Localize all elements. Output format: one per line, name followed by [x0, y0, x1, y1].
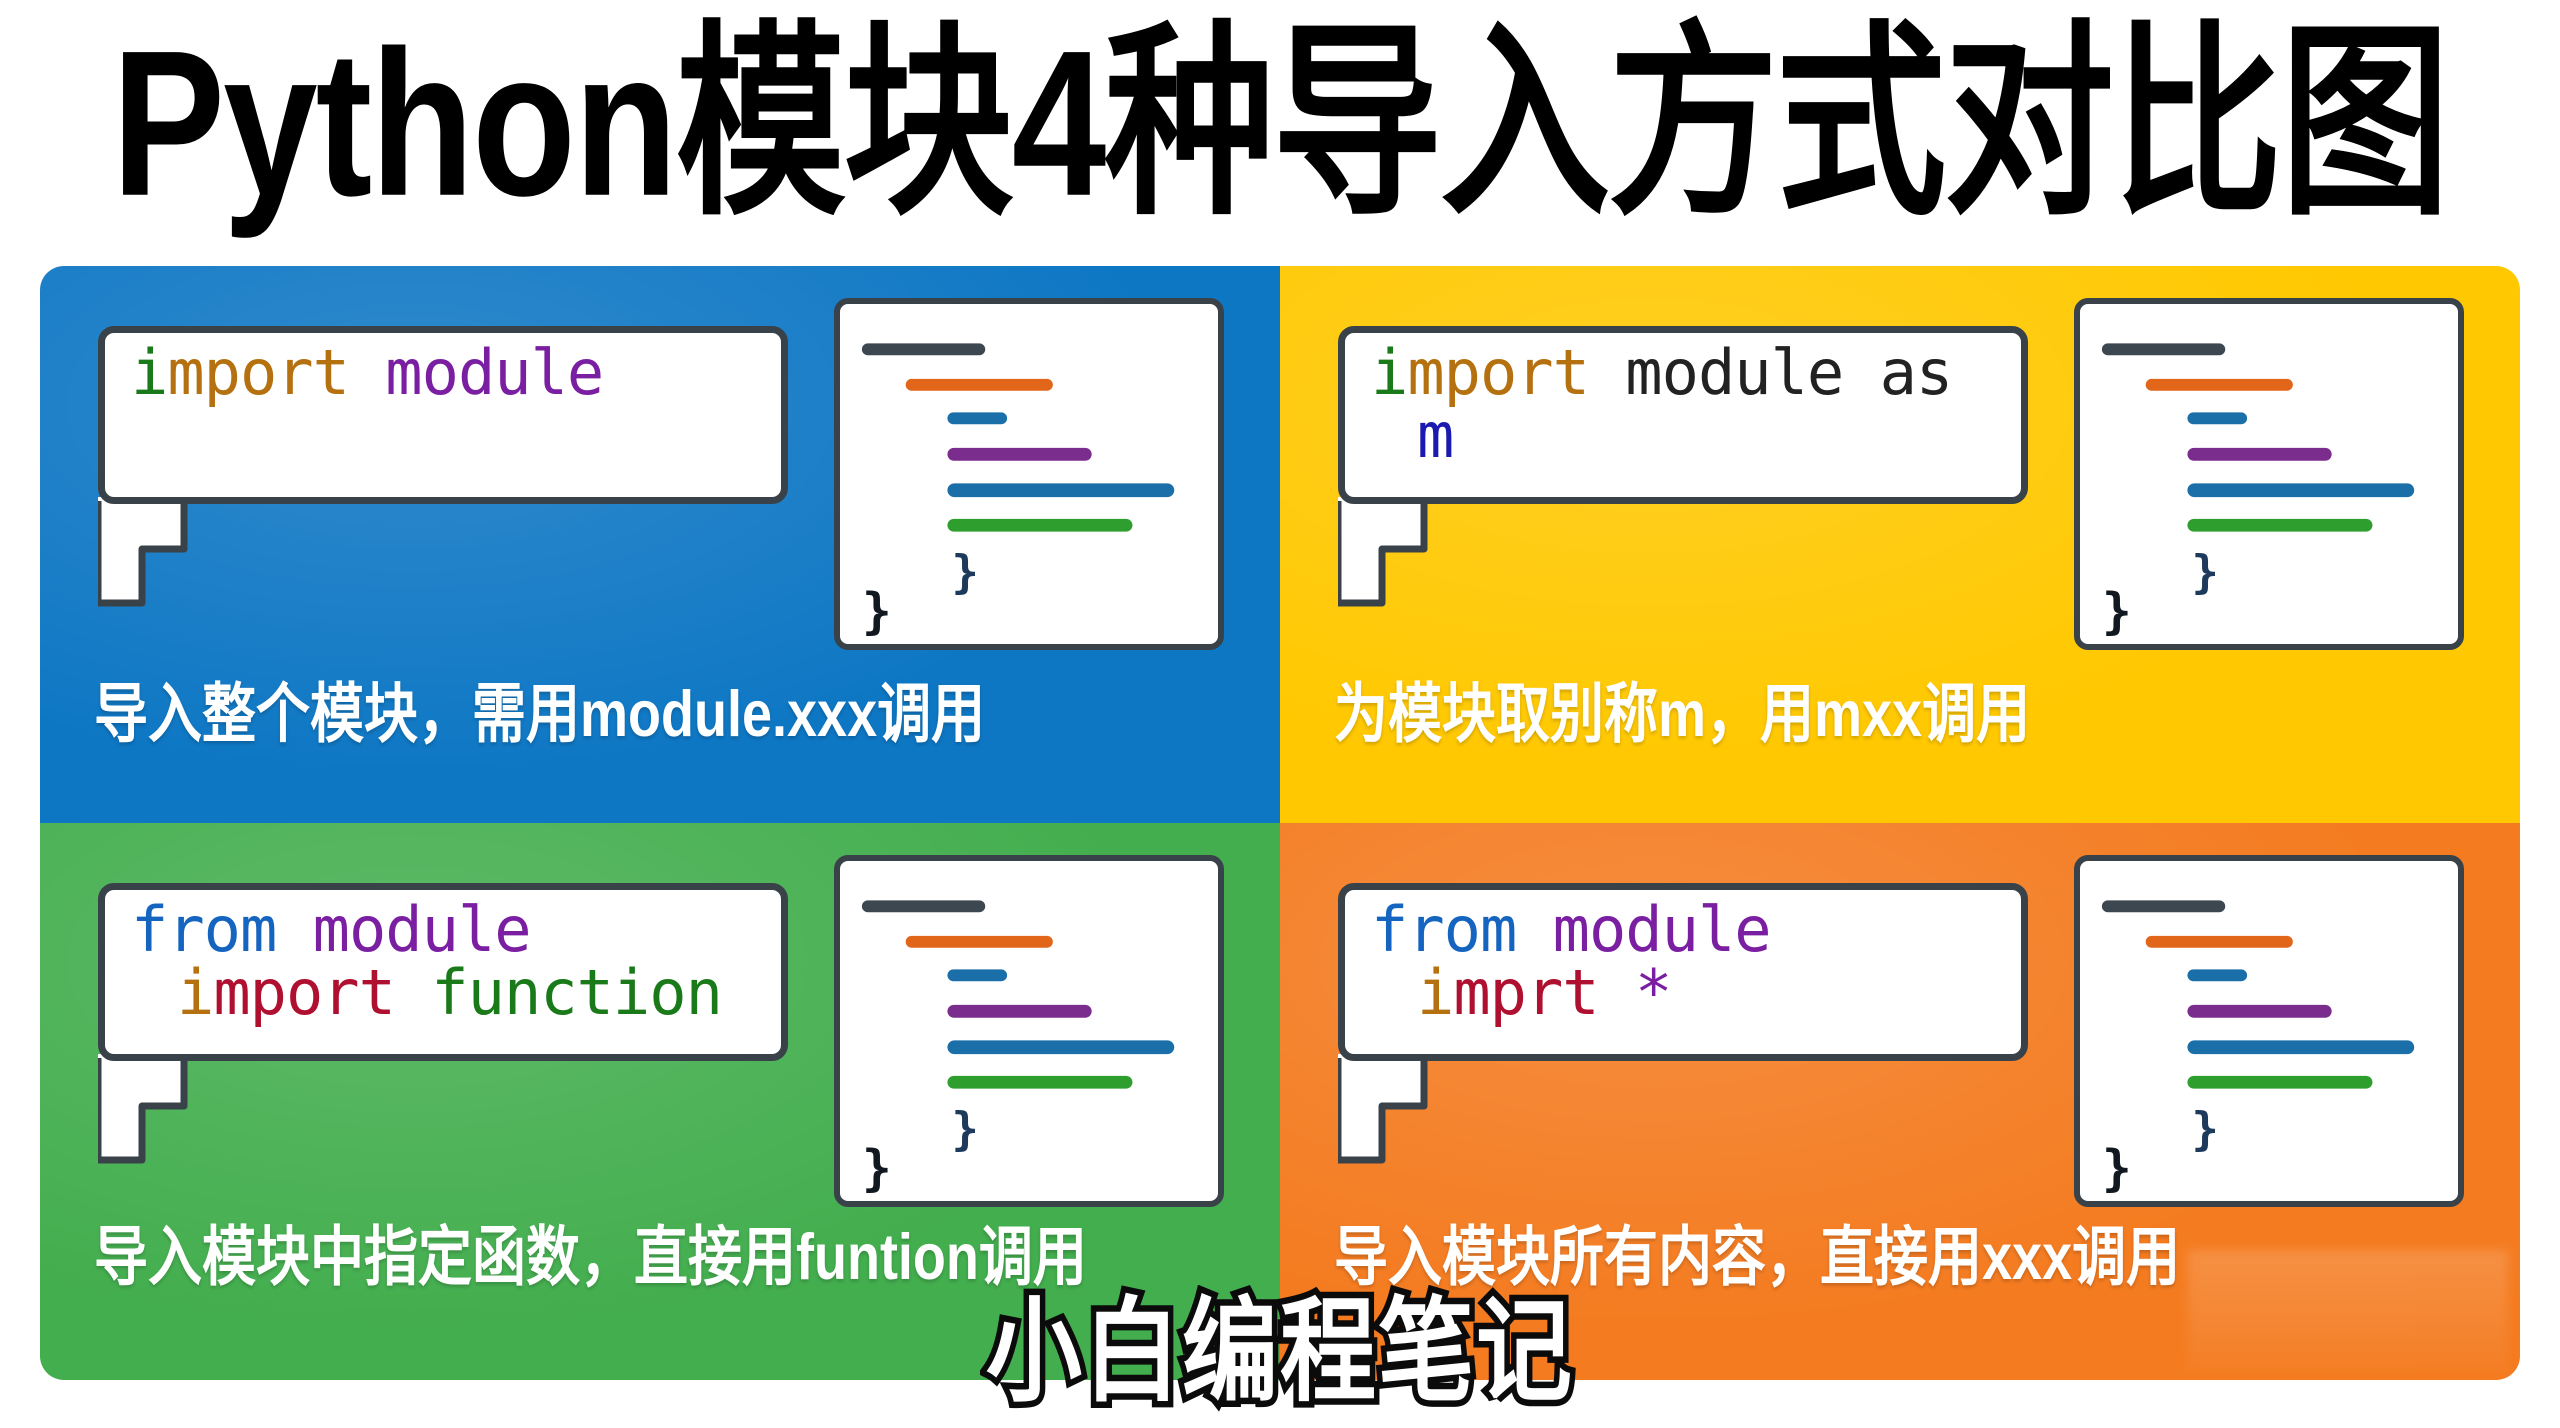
closing-brace-glyph: } [862, 582, 892, 640]
code-token: i [1371, 336, 1408, 409]
code-illustration: }} [2101, 900, 2415, 1197]
code-token: i [1417, 956, 1454, 1030]
code-bar [2187, 518, 2373, 532]
code-illustration: }} [861, 900, 1175, 1197]
quadrant-caption: 为模块取别称m，用mxx调用 [1334, 678, 2031, 751]
closing-brace-glyph: } [951, 546, 979, 599]
code-token [349, 336, 385, 409]
quadrant-import-module[interactable]: import module }} 导入整个模块，需用module.xxx调用 [40, 266, 1280, 823]
code-token: mport [1407, 336, 1590, 409]
code-card: import module [98, 326, 788, 504]
code-bar [905, 935, 1053, 948]
code-token: from [1371, 893, 1517, 966]
code-bar [2145, 935, 2293, 948]
code-bar [2187, 1004, 2332, 1018]
closing-brace-glyph: } [2191, 1103, 2219, 1156]
code-line: imprt * [1371, 961, 2013, 1024]
watermark-artifact [2188, 1250, 2508, 1370]
code-illustration-card: }} [834, 298, 1224, 650]
code-token [276, 893, 312, 966]
code-bar [2187, 412, 2248, 425]
code-bar [947, 447, 1092, 461]
code-token: i [131, 336, 168, 409]
code-bar [2187, 483, 2415, 498]
code-bar [947, 412, 1008, 425]
code-token: mprt [1453, 956, 1599, 1030]
quadrant-caption: 导入整个模块，需用module.xxx调用 [94, 678, 986, 751]
code-bar [2187, 1075, 2373, 1089]
card-tail [98, 497, 208, 613]
code-bar [947, 518, 1133, 532]
code-bar [947, 1075, 1133, 1089]
code-line: import module [131, 341, 773, 404]
code-token [395, 956, 431, 1029]
code-bar [861, 900, 986, 913]
code-token: m [1417, 399, 1454, 473]
page-title: Python模块4种导入方式对比图 [111, 8, 2451, 240]
code-bar [2187, 1040, 2415, 1055]
quadrant-caption: 导入模块中指定函数，直接用funtion调用 [94, 1221, 1087, 1294]
code-line: m [1371, 404, 2013, 467]
closing-brace-glyph: } [862, 1139, 892, 1197]
title-bar: Python模块4种导入方式对比图 [0, 0, 2560, 248]
code-bar [2187, 969, 2248, 982]
code-line: from module [1371, 898, 2013, 961]
code-bar [905, 378, 1053, 391]
code-illustration: }} [2101, 343, 2415, 640]
code-token: mport [213, 956, 396, 1030]
code-bar [2145, 378, 2293, 391]
code-token: module [1552, 893, 1772, 966]
code-token: from [131, 893, 277, 966]
closing-brace-glyph: } [2191, 546, 2219, 599]
code-token: module [385, 336, 604, 409]
code-token: * [1634, 956, 1672, 1030]
code-illustration: }} [861, 343, 1175, 640]
code-token [1516, 893, 1552, 966]
code-line: import function [131, 961, 773, 1024]
closing-brace-glyph: } [951, 1103, 979, 1156]
code-bar [947, 1040, 1175, 1055]
code-illustration-card: }} [2074, 855, 2464, 1207]
code-token: module as [1588, 336, 1953, 409]
code-illustration-card: }} [2074, 298, 2464, 650]
closing-brace-glyph: } [2102, 1139, 2132, 1197]
card-tail [1338, 497, 1448, 613]
code-token: i [177, 956, 214, 1030]
comparison-grid: import module }} 导入整个模块，需用module.xxx调用 i… [40, 266, 2520, 1380]
code-bar [947, 969, 1008, 982]
code-token: function [431, 956, 723, 1030]
code-line: from module [131, 898, 773, 961]
card-tail [1338, 1054, 1448, 1170]
code-text: import module [131, 341, 773, 404]
code-token [1599, 956, 1635, 1029]
code-token: mport [167, 336, 350, 409]
code-token: module [312, 893, 532, 966]
code-bar [947, 483, 1175, 498]
code-illustration-card: }} [834, 855, 1224, 1207]
code-bar [2187, 447, 2332, 461]
code-line: import module as [1371, 341, 2013, 404]
card-tail [98, 1054, 208, 1170]
quadrant-caption: 导入模块所有内容，直接用xxx调用 [1334, 1221, 2181, 1294]
code-bar [2101, 900, 2226, 913]
code-bar [947, 1004, 1092, 1018]
code-bar [861, 343, 986, 356]
code-bar [2101, 343, 2226, 356]
closing-brace-glyph: } [2102, 582, 2132, 640]
